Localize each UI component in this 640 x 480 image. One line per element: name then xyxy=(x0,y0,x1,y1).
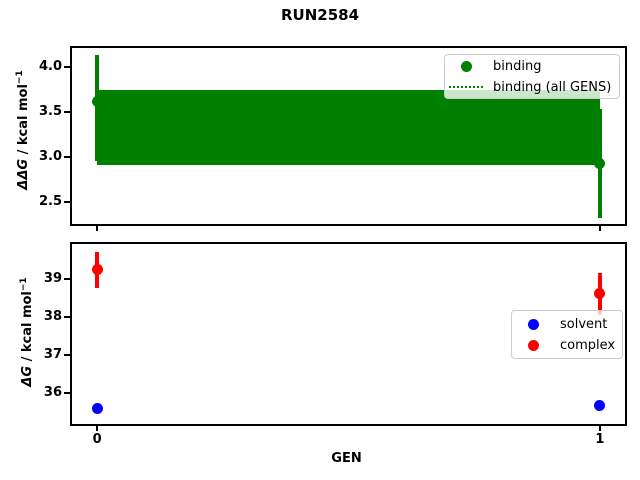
legend-entry-binding: binding xyxy=(445,56,619,77)
y-tick xyxy=(64,391,70,394)
legend-label-complex: complex xyxy=(560,337,616,353)
figure-title: RUN2584 xyxy=(280,6,360,24)
binding-marker xyxy=(460,60,472,72)
y-tick xyxy=(64,277,70,280)
legend-entry-solvent: solvent xyxy=(512,314,622,335)
y-axis-label-ddg: ΔΔG / kcal mol−1 xyxy=(15,70,31,189)
confidence-band-binding-all-gens- xyxy=(97,89,600,166)
solvent-marker xyxy=(527,318,539,330)
x-tick-label: 1 xyxy=(595,432,605,447)
x-tick xyxy=(598,226,601,231)
y-tick-label: 3.5 xyxy=(38,104,62,120)
complex-marker xyxy=(527,339,539,351)
y-tick-label: 39 xyxy=(43,270,62,286)
y-tick-label: 2.5 xyxy=(38,194,62,210)
y-tick-label: 36 xyxy=(43,384,62,400)
legend-dg: solvent complex xyxy=(511,310,623,359)
legend-label-solvent: solvent xyxy=(560,316,608,332)
y-tick xyxy=(64,156,70,159)
data-point-binding xyxy=(91,95,103,107)
solvent-dot-icon xyxy=(516,318,550,330)
dg-plot-area: solvent complex 39 38 37 36 0 1 xyxy=(44,242,627,447)
legend-entry-binding-all-gens: binding (all GENS) xyxy=(445,77,619,98)
data-point-complex xyxy=(594,288,606,300)
legend-label-binding: binding xyxy=(493,58,542,74)
x-tick xyxy=(96,426,99,431)
x-tick-label: 0 xyxy=(92,432,102,447)
y-axis-label-dg: ΔG / kcal mol−1 xyxy=(19,277,35,386)
x-axis-label: GEN xyxy=(331,451,362,466)
x-tick xyxy=(598,426,601,431)
x-tick xyxy=(96,226,99,231)
binding-dot-icon xyxy=(449,60,483,72)
data-point-solvent xyxy=(594,400,606,412)
legend-ddg: binding binding (all GENS) xyxy=(444,54,620,99)
legend-label-binding-all-gens: binding (all GENS) xyxy=(493,79,612,95)
y-tick xyxy=(64,353,70,356)
y-tick-label: 3.0 xyxy=(38,149,62,165)
y-tick xyxy=(64,111,70,114)
ddg-plot-area: binding binding (all GENS) 4.0 3.5 3.0 2.5 xyxy=(39,46,627,231)
y-tick-label: 4.0 xyxy=(38,58,62,74)
y-tick xyxy=(64,315,70,318)
dotted-line-icon xyxy=(449,86,483,88)
complex-dot-icon xyxy=(516,339,550,351)
y-tick xyxy=(64,201,70,204)
data-point-complex xyxy=(91,264,103,276)
y-tick-label: 37 xyxy=(43,346,62,362)
error-bar-binding xyxy=(95,55,100,161)
y-tick-label: 38 xyxy=(43,308,62,324)
y-tick xyxy=(64,65,70,68)
data-point-binding xyxy=(594,158,606,170)
data-point-solvent xyxy=(91,403,103,415)
binding-all-gens-marker xyxy=(449,86,483,88)
legend-entry-complex: complex xyxy=(512,335,622,356)
